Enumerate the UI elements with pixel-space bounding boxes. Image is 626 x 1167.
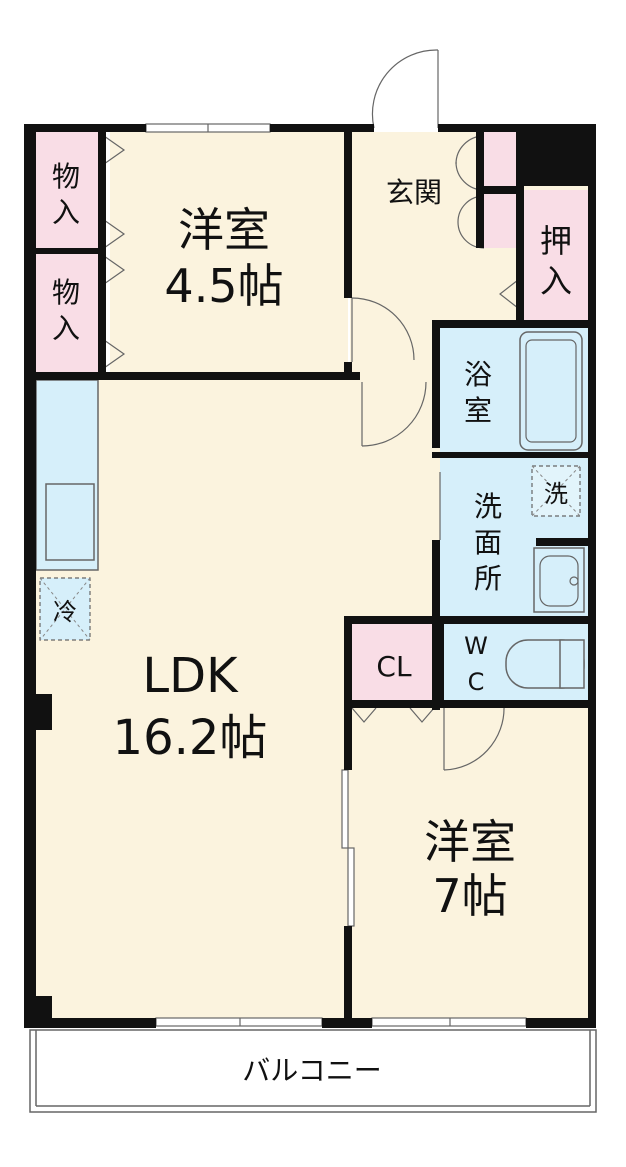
shoe-cabinet-2-area [484, 192, 516, 248]
western-room-large-size: 7帖 [432, 869, 507, 923]
western-room-small-size: 4.5帖 [164, 259, 283, 313]
fridge-label: 冷 [53, 598, 77, 626]
storage-1-label-a: 物 [52, 160, 80, 193]
shoe-cabinet-area [484, 132, 516, 190]
storage-2-label-a: 物 [52, 276, 80, 309]
washer-label: 洗 [544, 480, 568, 508]
cl-label: CL [376, 650, 412, 683]
washroom-label-b: 面 [474, 526, 502, 559]
ldk-name: LDK [142, 648, 239, 704]
bath-label-a: 浴 [464, 358, 492, 391]
washbasin [533, 547, 585, 613]
bathtub [519, 331, 583, 451]
balcony-label: バルコニー [242, 1054, 381, 1087]
storage-2-area [36, 252, 98, 374]
wc-label-a: W [464, 632, 488, 660]
oshiire-label-a: 押 [540, 222, 572, 260]
hall-strip-area [348, 376, 440, 620]
storage-2-label-b: 入 [52, 312, 80, 345]
storage-1-label-b: 入 [52, 196, 80, 229]
cl-area [350, 622, 440, 702]
balcony-area [29, 1029, 597, 1113]
western-room-small-area [110, 132, 348, 376]
hallway-area [350, 320, 440, 380]
washer-space [531, 465, 581, 517]
washroom-label-c: 所 [474, 562, 502, 595]
washroom-label-a: 洗 [474, 490, 502, 523]
wc-label-b: C [468, 668, 485, 696]
bath-label-b: 室 [464, 394, 492, 427]
oshiire-area [524, 190, 588, 320]
ldk-size: 16.2帖 [113, 710, 268, 766]
entrance-label: 玄関 [386, 176, 442, 209]
western-room-small-name: 洋室 [178, 203, 270, 257]
storage-1-area [36, 132, 98, 250]
oshiire-label-b: 入 [540, 262, 572, 300]
western-room-large-area [348, 702, 590, 1024]
western-room-large-name: 洋室 [424, 815, 516, 869]
kitchen-sink [45, 483, 95, 561]
